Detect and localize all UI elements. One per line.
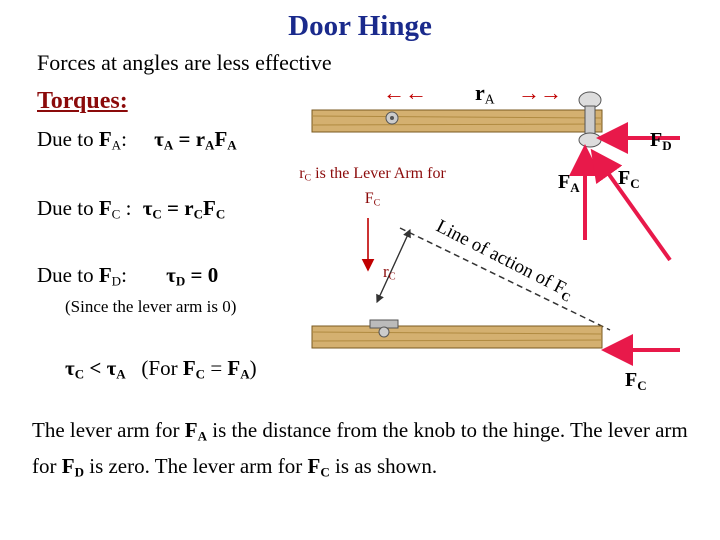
torques-heading: Torques:	[37, 88, 128, 114]
force-c2-label: FC	[625, 369, 647, 393]
door-hinge-diagram: FD FA FC Line of action of FC FC	[311, 91, 680, 393]
hinge-icon-bottom	[378, 326, 390, 338]
torque-row-c: Due to FC : τC = rCFC	[37, 196, 225, 222]
force-c-arrow	[590, 148, 672, 262]
knob-stem	[584, 105, 596, 137]
compare-tau-c: τ	[65, 356, 75, 380]
row-d-tau-sub: D	[175, 273, 186, 289]
wood-grain	[311, 331, 603, 335]
row-c-force-sub: C	[111, 206, 121, 222]
explanation-paragraph: The lever arm for FA is the distance fro…	[32, 415, 702, 488]
lever-arm-note: rC is the Lever Arm for FC	[299, 165, 446, 209]
row-c-eq-force-sub: C	[215, 206, 226, 222]
compare-tau-a-sub: A	[116, 366, 126, 382]
explanation-force-d-sub: D	[74, 464, 84, 480]
lever-zero-note: (Since the lever arm is 0)	[65, 297, 237, 316]
compare-force-a: F	[227, 356, 241, 380]
explanation-force-d: F	[61, 454, 75, 479]
force-c-label: FC	[618, 167, 640, 191]
compare-paren-close: )	[249, 356, 257, 380]
row-c-force: F	[98, 196, 112, 220]
door-top	[311, 109, 603, 133]
row-a-prefix: Due to	[37, 127, 99, 151]
row-a-eq-force-sub: A	[227, 137, 237, 153]
line-of-action-label: Line of action of FC	[432, 216, 577, 305]
row-d-force: F	[98, 263, 112, 287]
compare-eq: =	[205, 356, 228, 380]
explanation-force-c: F	[307, 454, 321, 479]
explanation-force-a-sub: A	[197, 428, 207, 444]
row-a-eq-force: F	[214, 127, 228, 151]
compare-force-a-sub: A	[240, 366, 250, 382]
left-arrows: ←←	[383, 80, 427, 105]
force-d-label: FD	[650, 129, 672, 153]
row-c-tau: τ	[142, 196, 153, 220]
compare-lt: <	[84, 356, 107, 380]
row-a-colon: :	[121, 127, 127, 151]
force-a-label: FA	[558, 171, 580, 195]
torque-row-a: Due to FA: τA = rAFA	[37, 127, 237, 153]
torque-row-d: Due to FD: τD = 0	[37, 263, 218, 289]
ra-label: rA	[475, 80, 495, 107]
explanation-part-3: is zero. The lever arm for	[83, 454, 308, 479]
row-a-tau-sub: A	[163, 137, 174, 153]
right-arrows: →→	[518, 80, 562, 105]
hinge-pin	[390, 116, 394, 120]
knob-icon-bottom	[578, 132, 602, 148]
row-d-eq: = 0	[185, 263, 219, 287]
row-a-force: F	[98, 127, 112, 151]
rc-label: rC	[383, 262, 396, 283]
compare-paren-open: (For	[125, 356, 183, 380]
page-title: Door Hinge	[288, 10, 432, 42]
row-d-tau: τ	[166, 263, 176, 287]
row-c-prefix: Due to	[37, 196, 99, 220]
row-a-tau: τ	[154, 127, 164, 151]
row-c-eq: = r	[161, 196, 194, 220]
compare-force-c: F	[182, 356, 196, 380]
explanation-part-1: The lever arm for	[32, 418, 185, 442]
door-bottom	[311, 325, 603, 349]
row-d-prefix: Due to	[37, 263, 99, 287]
explanation-part-2: is the distance from the knob to the hin…	[32, 418, 688, 479]
explanation-force-a: F	[184, 418, 198, 442]
row-d-colon: :	[121, 263, 127, 287]
wood-grain	[311, 115, 603, 119]
row-a-eq: = r	[173, 127, 206, 151]
explanation-part-4: is as shown.	[329, 454, 438, 479]
row-c-colon: :	[120, 196, 132, 220]
line-of-action	[399, 227, 611, 331]
row-c-tau-sub: C	[152, 206, 162, 222]
wood-grain	[311, 339, 603, 342]
row-a-force-sub: A	[111, 137, 122, 153]
explanation-force-c-sub: C	[320, 464, 330, 480]
row-a-r-sub: A	[205, 137, 215, 153]
torque-comparison: τC < τA (For FC = FA)	[65, 356, 257, 382]
compare-tau-c-sub: C	[74, 366, 85, 382]
lever-arm-rc-reverse	[376, 228, 411, 303]
wood-grain	[311, 123, 603, 126]
row-c-r-sub: C	[193, 206, 203, 222]
subtitle: Forces at angles are less effective	[37, 50, 332, 75]
compare-tau-a: τ	[106, 356, 117, 380]
row-c-eq-force: F	[202, 196, 216, 220]
compare-force-c-sub: C	[195, 366, 206, 382]
row-d-force-sub: D	[111, 273, 122, 289]
